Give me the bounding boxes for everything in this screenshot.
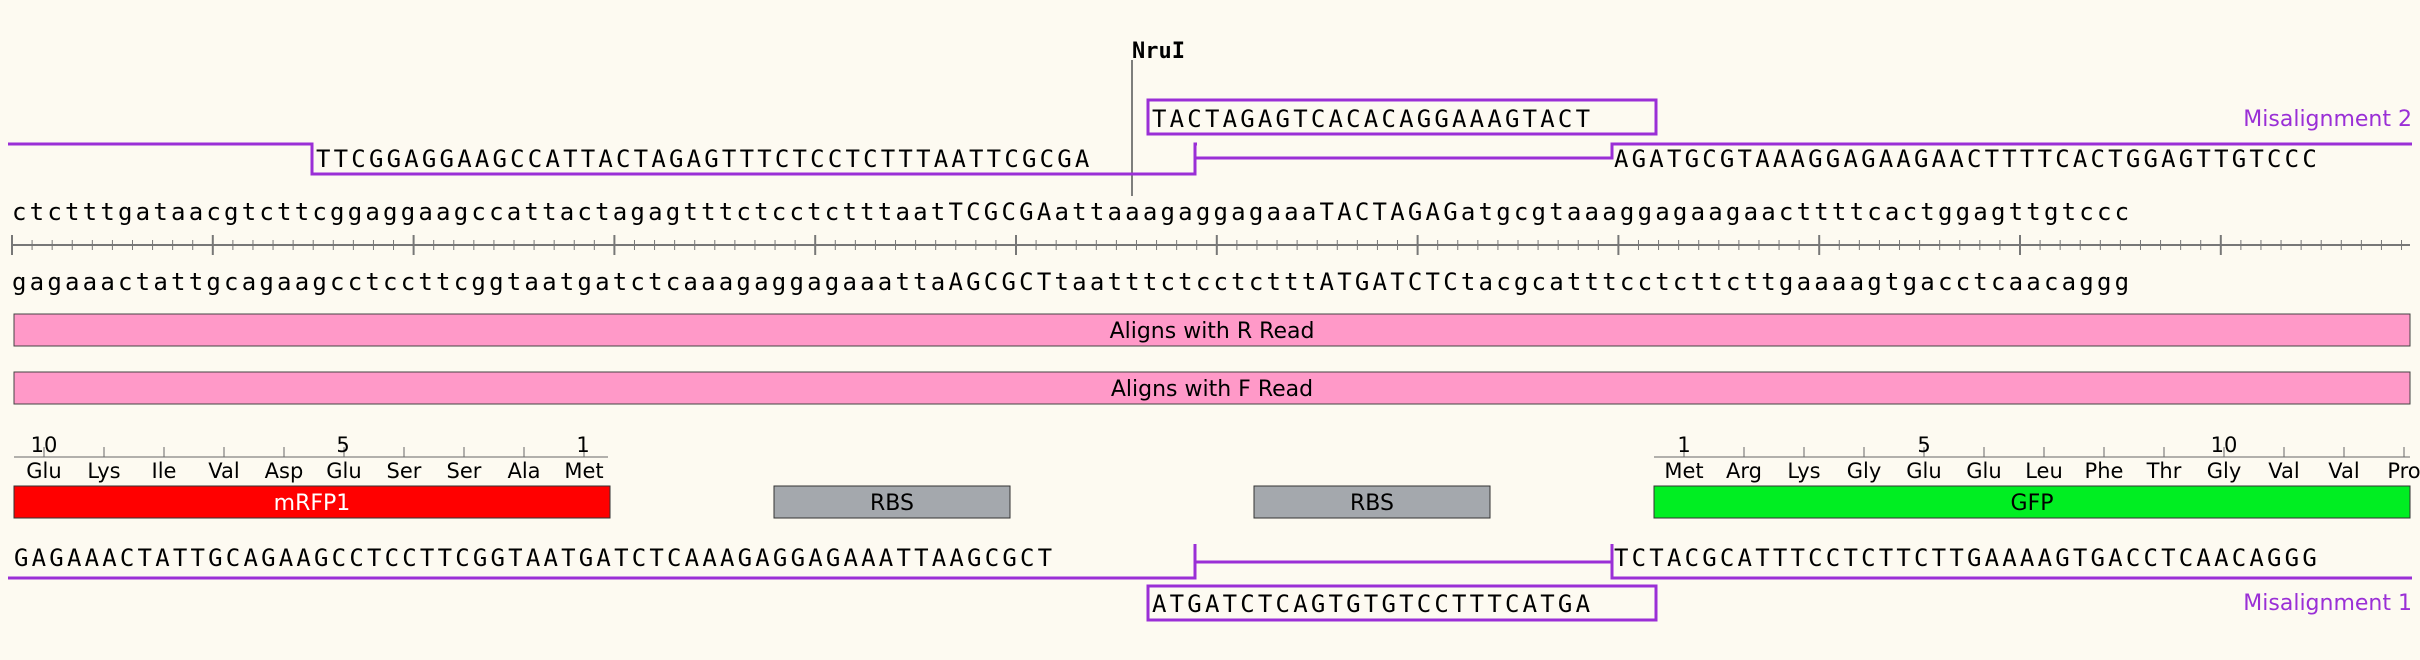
reference-dna: ctctttgataacgtcttcggaggaagccattactagagtt… bbox=[11, 198, 2410, 296]
misalignment-2-upper-seq: TACTAGAGTCACACAGGAAAGTACT bbox=[1152, 105, 1593, 133]
gfp-amino-acid: Met bbox=[1664, 459, 1703, 483]
mrfp1-amino-acid: Glu bbox=[326, 459, 361, 483]
nrui-label[interactable]: NruI bbox=[1132, 39, 1185, 64]
mrfp1-num-1: 1 bbox=[576, 433, 589, 457]
mrfp1-amino-acid: Met bbox=[564, 459, 603, 483]
gfp-amino-acid: Glu bbox=[1966, 459, 2001, 483]
mrfp1-num-10: 10 bbox=[31, 433, 58, 457]
mrfp1-label: mRFP1 bbox=[274, 491, 351, 516]
misalignment-1-right-seq: TCTACGCATTTCCTCTTCTTGAAAAGTGACCTCAACAGGG bbox=[1614, 544, 2320, 572]
misalignment-1-lower-seq: ATGATCTCAGTGTGTCCTTTCATGA bbox=[1152, 590, 1593, 618]
misalignment-2-outline bbox=[8, 142, 2412, 176]
gfp-amino-acid: Gly bbox=[1847, 459, 1882, 483]
misalignment-1-left-seq: GAGAAACTATTGCAGAAGCCTCCTTCGGTAATGATCTCAA… bbox=[14, 544, 1055, 572]
misalignment-2-label: Misalignment 2 bbox=[2243, 107, 2412, 132]
mrfp1-amino-acid: Ser bbox=[387, 459, 422, 483]
gfp-amino-acid: Glu bbox=[1906, 459, 1941, 483]
mrfp1-amino-acid: Ser bbox=[447, 459, 482, 483]
gfp-amino-acid: Lys bbox=[1787, 459, 1820, 483]
ruler bbox=[11, 235, 2410, 255]
gfp-num-1: 1 bbox=[1677, 433, 1690, 457]
top-strand[interactable]: ctctttgataacgtcttcggaggaagccattactagagtt… bbox=[12, 198, 2132, 226]
rbs-label-1: RBS bbox=[870, 491, 914, 516]
mrfp1-num-5: 5 bbox=[336, 433, 349, 457]
gfp-label: GFP bbox=[2011, 491, 2054, 516]
misalignment-1-lower-box bbox=[1146, 584, 1658, 622]
mrfp1-amino-acid: Asp bbox=[265, 459, 304, 483]
rbs-feature-1[interactable]: RBS bbox=[773, 485, 1011, 519]
gfp-num-5: 5 bbox=[1917, 433, 1930, 457]
read-r-label: Aligns with R Read bbox=[1110, 319, 1315, 344]
mrfp1-amino-acid: Ile bbox=[152, 459, 177, 483]
misalignment-1-outline bbox=[8, 544, 2412, 580]
gfp-amino-acid: Gly bbox=[2207, 459, 2242, 483]
gfp-amino-acid: Phe bbox=[2085, 459, 2124, 483]
rbs-label-2: RBS bbox=[1350, 491, 1394, 516]
gfp-feature[interactable]: 1 5 10 Met Arg Lys Gly Glu Glu Leu Phe Thr Gly Val… bbox=[1653, 433, 2420, 519]
bottom-strand[interactable]: gagaaactattgcagaagcctccttcggtaatgatctcaa… bbox=[12, 268, 2132, 296]
mrfp1-amino-acid: Val bbox=[208, 459, 239, 483]
misalignment-2-left-seq: TTCGGAGGAAGCCATTACTAGAGTTTCTCCTCTTTAATTC… bbox=[316, 145, 1093, 173]
mrfp1-bar bbox=[13, 485, 611, 519]
mrfp1-amino-acid: Lys bbox=[87, 459, 120, 483]
read-f-bar[interactable]: Aligns with F Read bbox=[13, 371, 2411, 405]
misalignment-2-right-seq: AGATGCGTAAAGGAGAAGAACTTTTCACTGGAGTTGTCCC bbox=[1614, 145, 2320, 173]
gfp-amino-acid: Pro bbox=[2387, 459, 2420, 483]
mrfp1-amino-acid: Glu bbox=[26, 459, 61, 483]
read-f-label: Aligns with F Read bbox=[1111, 377, 1313, 402]
misalignment-2-upper-box bbox=[1146, 98, 1658, 136]
gfp-bar bbox=[1653, 485, 2411, 519]
gfp-amino-acid: Thr bbox=[2146, 459, 2182, 483]
misalignment-2[interactable]: Misalignment 2 TACTAGAGTCACACAGGAAAGTACT… bbox=[8, 98, 2412, 176]
misalignment-1-label: Misalignment 1 bbox=[2243, 591, 2412, 616]
mrfp1-feature[interactable]: 10 5 1 Glu Lys Ile Val Asp Glu Ser Ser Ala Met mR… bbox=[13, 433, 611, 519]
rbs-feature-2[interactable]: RBS bbox=[1253, 485, 1491, 519]
mrfp1-amino-acid: Ala bbox=[507, 459, 540, 483]
gfp-amino-acid: Val bbox=[2328, 459, 2359, 483]
gfp-amino-acid: Val bbox=[2268, 459, 2299, 483]
misalignment-1[interactable]: GAGAAACTATTGCAGAAGCCTCCTTCGGTAATGATCTCAA… bbox=[8, 544, 2412, 622]
read-r-bar[interactable]: Aligns with R Read bbox=[13, 313, 2411, 347]
gfp-num-10: 10 bbox=[2211, 433, 2238, 457]
gfp-amino-acid: Leu bbox=[2025, 459, 2063, 483]
gfp-amino-acid: Arg bbox=[1726, 459, 1762, 483]
